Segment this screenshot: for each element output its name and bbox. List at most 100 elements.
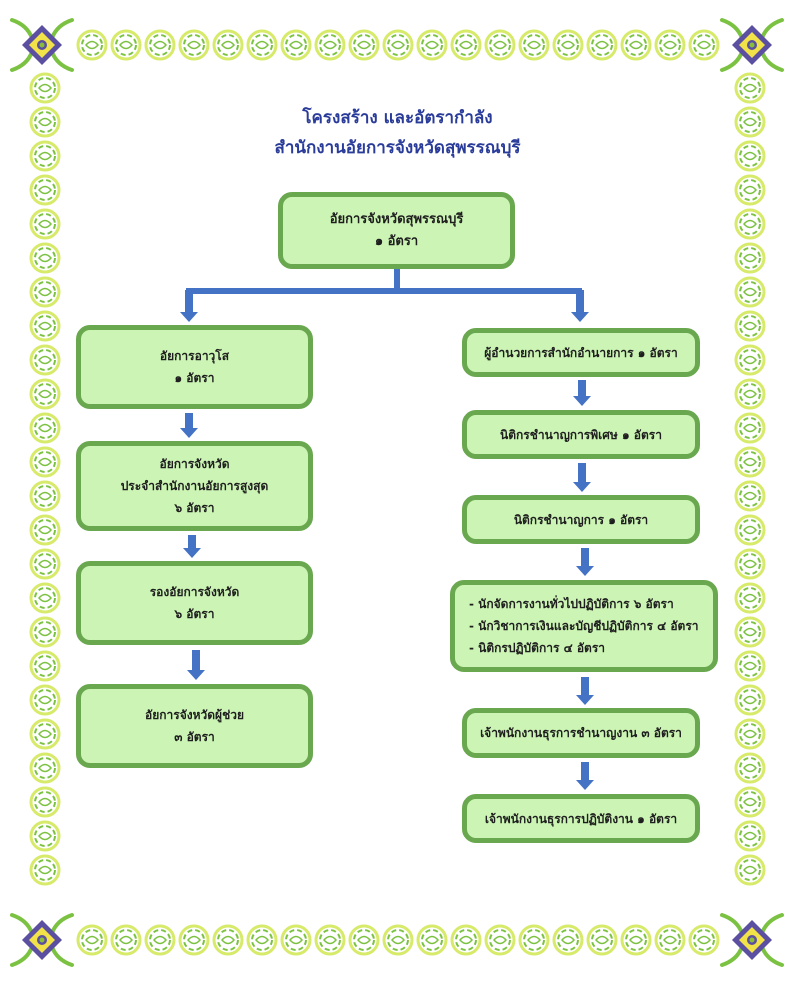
border-ornament <box>29 242 61 274</box>
border-ornament <box>518 29 550 61</box>
box-title: รองอัยการจังหวัด <box>149 585 240 599</box>
corner-flower-ornament <box>10 913 74 967</box>
border-ornament <box>212 29 244 61</box>
border-ornament <box>734 854 766 886</box>
border-ornament <box>280 29 312 61</box>
down-arrow-shaft <box>185 290 193 313</box>
down-arrow-shaft <box>578 380 586 397</box>
border-ornament <box>734 140 766 172</box>
box-count: ๖ อัตรา <box>174 607 215 621</box>
border-ornament <box>29 548 61 580</box>
corner-flower-ornament <box>720 18 784 72</box>
deputy-prosecutor-box: รองอัยการจังหวัด ๖ อัตรา <box>76 561 313 645</box>
border-ornament <box>29 378 61 410</box>
border-ornament <box>734 310 766 342</box>
border-ornament <box>144 924 176 956</box>
staff-item: - นักจัดการงานทั่วไปปฏิบัติการ ๖ อัตรา <box>469 597 674 611</box>
border-ornament <box>518 924 550 956</box>
box-count: ๓ อัตรา <box>174 730 215 744</box>
border-ornament <box>280 924 312 956</box>
border-ornament <box>246 29 278 61</box>
clerk-box: เจ้าพนักงานธุรการปฏิบัติงาน ๑ อัตรา <box>462 794 700 843</box>
box-title: อัยการจังหวัดผู้ช่วย <box>145 708 244 722</box>
border-ornament <box>620 924 652 956</box>
border-ornament <box>348 29 380 61</box>
border-ornament <box>29 106 61 138</box>
border-ornament <box>734 718 766 750</box>
down-arrow-head <box>573 482 591 492</box>
title-line-2: สำนักงานอัยการจังหวัดสุพรรณบุรี <box>274 138 521 158</box>
border-ornament <box>734 208 766 240</box>
legal-officer-box: นิติกรชำนาญการ ๑ อัตรา <box>462 495 700 544</box>
border-ornament <box>586 29 618 61</box>
border-ornament <box>734 650 766 682</box>
box-count: ๖ อัตรา <box>174 501 215 515</box>
border-ornament <box>314 924 346 956</box>
box-title: อัยการจังหวัดสุพรรณบุรี <box>329 211 464 227</box>
border-ornament <box>29 208 61 240</box>
practitioner-staff-box: - นักจัดการงานทั่วไปปฏิบัติการ ๖ อัตรา -… <box>450 580 718 672</box>
box-subtitle: ประจำสำนักงานอัยการสูงสุด <box>120 479 269 493</box>
border-ornament <box>212 924 244 956</box>
border-ornament <box>29 344 61 376</box>
border-ornament <box>76 29 108 61</box>
border-ornament <box>734 582 766 614</box>
border-ornament <box>29 174 61 206</box>
provincial-prosecutor-box: อัยการจังหวัด ประจำสำนักงานอัยการสูงสุด … <box>76 441 313 531</box>
box-count: ๑ อัตรา <box>174 371 215 385</box>
down-arrow-shaft <box>578 463 586 483</box>
border-ornament <box>450 29 482 61</box>
border-ornament <box>734 174 766 206</box>
down-arrow-shaft <box>581 762 589 781</box>
border-ornament <box>416 29 448 61</box>
border-ornament <box>734 72 766 104</box>
border-ornament <box>29 616 61 648</box>
border-ornament <box>484 29 516 61</box>
border-ornament <box>314 29 346 61</box>
corner-flower-ornament <box>10 18 74 72</box>
border-ornament <box>110 29 142 61</box>
box-title: อัยการอาวุโส <box>159 349 230 363</box>
down-arrow-shaft <box>192 650 200 671</box>
border-ornament <box>29 412 61 444</box>
border-ornament <box>29 582 61 614</box>
border-ornament <box>654 29 686 61</box>
border-ornament <box>29 786 61 818</box>
down-arrow-shaft <box>581 677 589 696</box>
border-ornament <box>620 29 652 61</box>
border-ornament <box>76 924 108 956</box>
title-line-1: โครงสร้าง และอัตรากำลัง <box>302 108 493 128</box>
border-ornament <box>734 752 766 784</box>
border-ornament <box>29 480 61 512</box>
border-ornament <box>246 924 278 956</box>
border-ornament <box>178 924 210 956</box>
box-title: เจ้าพนักงานธุรการปฏิบัติงาน ๑ อัตรา <box>484 811 678 826</box>
down-arrow-head <box>571 312 589 322</box>
border-ornament <box>688 924 720 956</box>
border-ornament <box>29 310 61 342</box>
border-ornament <box>29 140 61 172</box>
down-arrow-head <box>180 312 198 322</box>
border-ornament <box>688 29 720 61</box>
staff-item: - นักวิชาการเงินและบัญชีปฏิบัติการ ๔ อัต… <box>469 619 699 633</box>
border-ornament <box>484 924 516 956</box>
senior-legal-officer-box: นิติกรชำนาญการพิเศษ ๑ อัตรา <box>462 410 700 459</box>
border-ornament <box>734 786 766 818</box>
border-ornament <box>178 29 210 61</box>
border-ornament <box>734 412 766 444</box>
border-ornament <box>29 446 61 478</box>
border-ornament <box>734 344 766 376</box>
border-ornament <box>450 924 482 956</box>
border-ornament <box>734 684 766 716</box>
down-arrow-head <box>576 566 594 576</box>
border-ornament <box>654 924 686 956</box>
border-ornament <box>416 924 448 956</box>
border-ornament <box>552 29 584 61</box>
border-ornament <box>29 514 61 546</box>
border-ornament <box>144 29 176 61</box>
box-title: นิติกรชำนาญการพิเศษ ๑ อัตรา <box>500 427 662 442</box>
border-ornament <box>734 446 766 478</box>
border-ornament <box>29 276 61 308</box>
